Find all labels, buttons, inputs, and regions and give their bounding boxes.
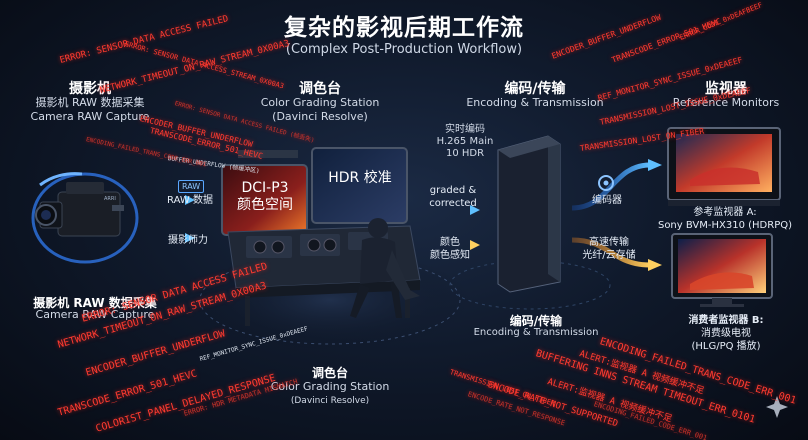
transfer-label-line2: 光纤/云存储 — [582, 250, 636, 261]
grading-bottom-sub2: (Davinci Resolve) — [290, 396, 370, 406]
screen-right-text: HDR 校准 — [328, 170, 392, 186]
server-rack — [497, 135, 561, 293]
monitors-heading: 监视器 — [705, 81, 747, 97]
grading-sub-en: Color Grading Station — [260, 96, 380, 109]
monitor-a-line1: 参考监视器 A: — [693, 207, 757, 218]
encoding-heading: 编码/传输 — [504, 81, 566, 97]
realtime-line2: H.265 Main — [436, 136, 494, 147]
sparkle-icon — [766, 396, 788, 418]
page-title: 复杂的影视后期工作流 — [284, 15, 524, 41]
screen-left-line1: DCI-P3 — [241, 180, 289, 196]
monitor-b-line3: (HLG/PQ 播放) — [691, 341, 761, 352]
raw-data-label: RAW 数据 — [167, 195, 213, 206]
grading-sub-app: (Davinci Resolve) — [272, 110, 368, 123]
graded-label: graded & corrected — [424, 184, 482, 210]
reference-monitor-a — [667, 127, 781, 206]
realtime-encoding: 实时编码 H.265 Main 10 HDR — [430, 124, 500, 160]
grading-heading: 调色台 — [299, 81, 341, 97]
raw-badge: RAW — [178, 180, 205, 193]
transfer-label-line1: 高速传输 — [589, 237, 629, 248]
camera-sub-cn: 摄影机 RAW 数据采集 — [35, 96, 145, 109]
cinema-camera: ARRI — [35, 182, 124, 237]
encoding-sub: Encoding & Transmission — [466, 96, 604, 109]
lens-label: 摄影师力 — [168, 235, 208, 246]
monitor-b-line2: 消费级电视 — [701, 328, 751, 339]
color-label: 颜色 颜色感知 — [418, 236, 482, 262]
color-label-line2: 颜色感知 — [430, 250, 470, 261]
monitors-sub: Reference Monitors — [672, 96, 780, 109]
encoding-bottom-heading: 编码/传输 — [509, 314, 563, 328]
monitor-a-label: 参考监视器 A: Sony BVM-HX310 (HDRPQ) — [656, 206, 794, 232]
color-label-line1: 颜色 — [440, 237, 460, 248]
camera-bottom-heading: 摄影机 RAW 数据采集 — [33, 296, 157, 310]
graded-label-line1: graded & — [429, 185, 477, 196]
camera-ring — [31, 172, 139, 264]
encoder-label: 编码器 — [592, 195, 622, 206]
camera-bottom-sub: Camera RAW Capture — [35, 308, 155, 321]
monitor-a-line2: Sony BVM-HX310 (HDRPQ) — [657, 220, 793, 231]
grading-bottom-sub1: Color Grading Station — [270, 380, 390, 393]
camera-heading: 摄影机 — [69, 81, 111, 97]
screen-left-line2: 颜色空间 — [237, 197, 293, 213]
realtime-line1: 实时编码 — [445, 124, 485, 135]
monitor-b-label: 消费者监视器 B: 消费级电视 (HLG/PQ 播放) — [664, 314, 788, 353]
colorist-figure — [350, 218, 420, 318]
gear-icon — [598, 175, 614, 191]
realtime-line3: 10 HDR — [445, 148, 485, 159]
camera-sub-en: Camera RAW Capture — [30, 110, 150, 123]
consumer-monitor-b — [671, 233, 773, 307]
transfer-label: 高速传输 光纤/云存储 — [578, 236, 640, 262]
grading-bottom-heading: 调色台 — [311, 366, 348, 380]
screen-left-text: DCI-P3 颜色空间 — [224, 180, 306, 214]
monitor-b-line1: 消费者监视器 B: — [688, 315, 764, 326]
graded-label-line2: corrected — [429, 198, 477, 209]
page-subtitle: (Complex Post-Production Workflow) — [285, 42, 523, 57]
svg-text:ARRI: ARRI — [104, 196, 116, 202]
encoding-bottom-sub: Encoding & Transmission — [473, 327, 599, 338]
